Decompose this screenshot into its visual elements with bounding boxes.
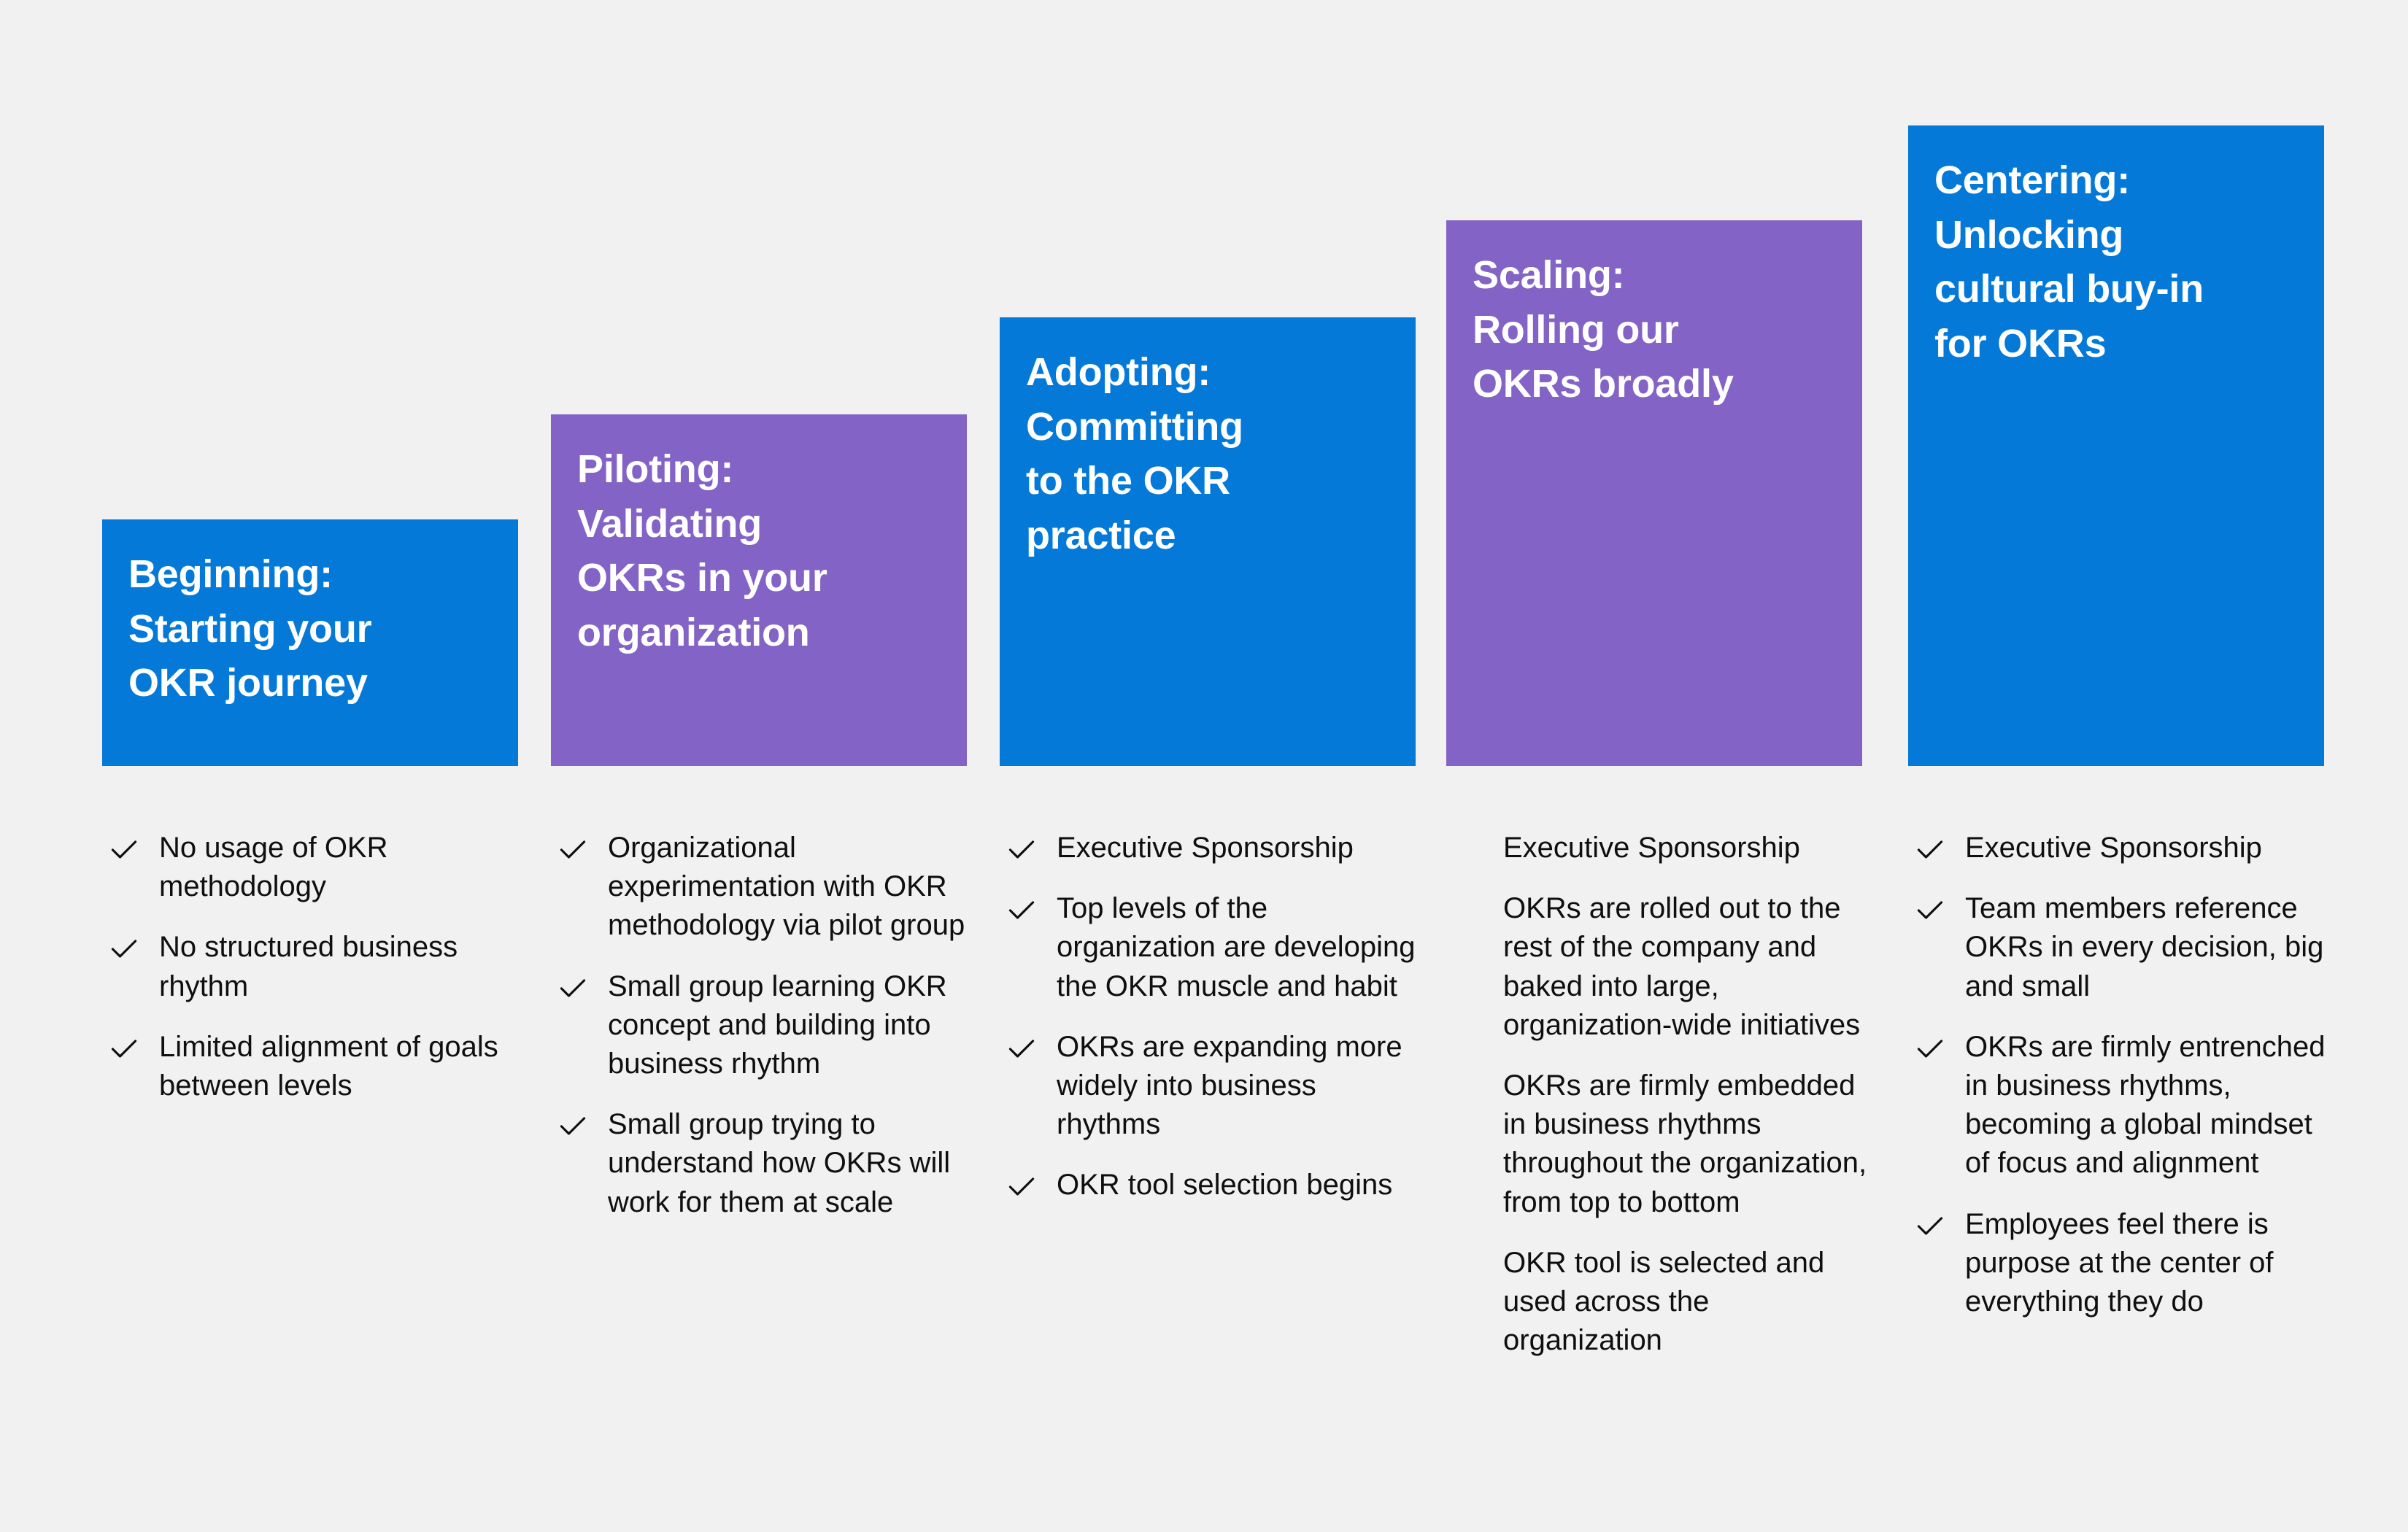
stage-title-centering: Centering: Unlocking cultural buy-in for… <box>1934 158 2204 365</box>
list-item-label: OKRs are firmly embedded in business rhy… <box>1503 1069 1867 1218</box>
stage-bullet-list-scaling: Executive Sponsorship OKRs are rolled ou… <box>1446 829 1869 1382</box>
stage-bar-piloting: Piloting: Validating OKRs in your organi… <box>551 414 967 766</box>
check-icon <box>557 833 589 865</box>
list-item: OKRs are rolled out to the rest of the c… <box>1446 889 1869 1045</box>
list-item-label: OKRs are rolled out to the rest of the c… <box>1503 892 1861 1041</box>
list-item: OKRs are firmly embedded in business rhy… <box>1446 1067 1869 1222</box>
list-item-label: OKRs are expanding more widely into busi… <box>1057 1030 1402 1141</box>
list-item-label: Small group learning OKR concept and bui… <box>608 970 947 1080</box>
list-item: Team members reference OKRs in every dec… <box>1908 889 2331 1006</box>
stage-bullet-list-beginning: No usage of OKR methodology No structure… <box>102 829 525 1105</box>
stage-bullet-list-adopting: Executive Sponsorship Top levels of the … <box>1000 829 1423 1205</box>
list-item-label: Organizational experimentation with OKR … <box>608 832 965 942</box>
list-item-label: Executive Sponsorship <box>1503 832 1800 864</box>
list-item: OKR tool is selected and used across the… <box>1446 1244 1869 1361</box>
check-icon <box>1914 833 1946 865</box>
check-icon <box>1914 1210 1946 1242</box>
list-item: No structured business rhythm <box>102 928 525 1005</box>
stage-column-adopting: Adopting: Committing to the OKR practice… <box>1000 0 1416 1532</box>
list-item: Small group learning OKR concept and bui… <box>551 967 974 1084</box>
list-item: Employees feel there is purpose at the c… <box>1908 1205 2331 1322</box>
stage-bullet-list-piloting: Organizational experimentation with OKR … <box>551 829 974 1222</box>
stage-column-piloting: Piloting: Validating OKRs in your organi… <box>551 0 967 1532</box>
stage-bullet-list-centering: Executive Sponsorship Team members refer… <box>1908 829 2331 1321</box>
list-item: No usage of OKR methodology <box>102 829 525 906</box>
stage-title-piloting: Piloting: Validating OKRs in your organi… <box>577 447 827 654</box>
list-item: OKRs are expanding more widely into busi… <box>1000 1028 1423 1145</box>
stage-title-adopting: Adopting: Committing to the OKR practice <box>1026 350 1243 557</box>
check-icon <box>1914 894 1946 926</box>
list-item: Small group trying to understand how OKR… <box>551 1105 974 1222</box>
list-item-label: OKR tool is selected and used across the… <box>1503 1246 1825 1357</box>
stage-bar-centering: Centering: Unlocking cultural buy-in for… <box>1908 125 2324 766</box>
list-item: Executive Sponsorship <box>1908 829 2331 867</box>
list-item-label: Team members reference OKRs in every dec… <box>1965 892 2324 1002</box>
check-icon <box>1006 1032 1038 1064</box>
stage-column-scaling: Scaling: Rolling our OKRs broadly Execut… <box>1446 0 1867 1532</box>
list-item: OKRs are firmly entrenched in business r… <box>1908 1028 2331 1183</box>
list-item: Top levels of the organization are devel… <box>1000 889 1423 1006</box>
check-icon <box>108 932 140 964</box>
check-icon <box>1006 833 1038 865</box>
list-item-label: No usage of OKR methodology <box>159 832 388 903</box>
list-item: Executive Sponsorship <box>1000 829 1423 867</box>
check-icon <box>1006 894 1038 926</box>
check-icon <box>108 833 140 865</box>
check-icon <box>1006 1170 1038 1202</box>
check-icon <box>108 1032 140 1064</box>
stage-bar-adopting: Adopting: Committing to the OKR practice <box>1000 317 1416 766</box>
stage-bar-beginning: Beginning: Starting your OKR journey <box>102 519 518 766</box>
list-item-label: No structured business rhythm <box>159 931 458 1002</box>
stage-title-beginning: Beginning: Starting your OKR journey <box>128 552 372 705</box>
check-icon <box>1914 1032 1946 1064</box>
list-item-label: Top levels of the organization are devel… <box>1057 892 1416 1002</box>
list-item-label: OKRs are firmly entrenched in business r… <box>1965 1030 2326 1180</box>
list-item-label: Executive Sponsorship <box>1965 832 2262 864</box>
list-item-label: OKR tool selection begins <box>1057 1169 1393 1202</box>
stage-column-beginning: Beginning: Starting your OKR journey No … <box>102 0 518 1532</box>
stage-title-scaling: Scaling: Rolling our OKRs broadly <box>1473 253 1734 406</box>
list-item: Organizational experimentation with OKR … <box>551 829 974 945</box>
list-item: OKR tool selection begins <box>1000 1166 1423 1204</box>
stage-column-centering: Centering: Unlocking cultural buy-in for… <box>1908 0 2326 1532</box>
list-item-label: Small group trying to understand how OKR… <box>608 1108 951 1218</box>
list-item: Executive Sponsorship <box>1446 829 1869 867</box>
stage-bar-scaling: Scaling: Rolling our OKRs broadly <box>1446 220 1862 766</box>
list-item-label: Executive Sponsorship <box>1057 832 1354 864</box>
list-item-label: Limited alignment of goals between level… <box>159 1030 498 1102</box>
list-item-label: Employees feel there is purpose at the c… <box>1965 1207 2274 1318</box>
check-icon <box>557 972 589 1004</box>
list-item: Limited alignment of goals between level… <box>102 1028 525 1105</box>
check-icon <box>557 1110 589 1142</box>
